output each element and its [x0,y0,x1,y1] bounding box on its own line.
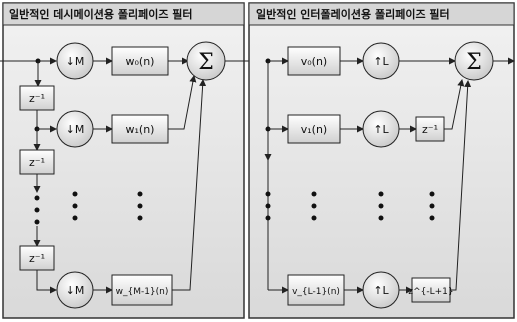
left-delay-2 [19,245,55,271]
filter-w0-label: w₀(n) [126,55,155,68]
left-wire-to-sum1 [168,75,197,130]
upsampler-0-label: ↑L [373,55,389,68]
right-panel-titlebar [248,2,515,26]
left-ellipsis [34,191,143,225]
right-delay-1-label: z^{-L+1} [408,287,453,297]
filter-w1-label: w₁(n) [126,123,155,136]
filter-vL-1-label: v_{L-1}(n) [292,287,340,297]
right-delay-0 [415,116,445,142]
filter-wM-1-label: w_{M-1}(n) [116,287,169,297]
right-wire-to-sum1 [444,79,465,130]
filter-vL-1 [287,274,345,306]
right-panel-title: 일반적인 인터폴레이션용 폴리페이즈 필터 [256,7,450,21]
left-sum-symbol: Σ [198,50,214,75]
left-wire-to-sum2 [172,79,207,291]
downsampler-0-label: ↓M [66,55,85,68]
downsampler-1-label: ↓M [66,123,85,136]
left-delay-0-label: z⁻¹ [29,92,45,105]
right-wire-to-sum2 [450,80,472,291]
left-delay-0 [19,85,55,111]
left-panel-title: 일반적인 데시메이션용 폴리페이즈 필터 [9,7,193,21]
left-panel: 일반적인 데시메이션용 폴리페이즈 필터 ↓M w₀(n) z⁻¹ ↓M w₁(… [0,2,257,319]
right-ellipsis [265,191,435,221]
left-wire-to-down2 [36,270,57,294]
left-delay-1-label: z⁻¹ [29,156,45,169]
upsampler-2-label: ↑L [373,284,389,297]
right-delay-0-label: z⁻¹ [422,123,438,136]
right-panel: 일반적인 인터폴레이션용 폴리페이즈 필터 v₀(n) ↑L v₁(n) ↑L … [248,2,515,319]
filter-v0-label: v₀(n) [301,55,327,68]
left-delay-2-label: z⁻¹ [29,252,45,265]
left-panel-titlebar [2,2,245,26]
filter-v1 [287,114,341,144]
filter-w1 [111,114,169,144]
filter-v1-label: v₁(n) [301,123,327,136]
left-delay-1 [19,149,55,175]
filter-wM-1 [111,274,173,306]
upsampler-1-label: ↑L [373,123,389,136]
downsampler-2-label: ↓M [66,284,85,297]
right-sum-symbol: Σ [466,50,482,75]
filter-w0 [111,46,169,76]
